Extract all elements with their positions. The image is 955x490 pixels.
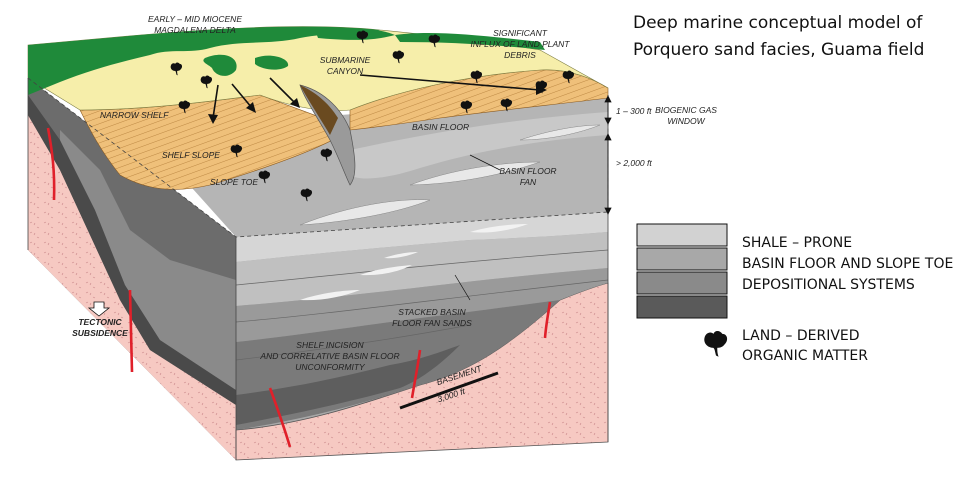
sand-lens [384, 252, 418, 259]
tectonic-label-2: SUBSIDENCE [72, 328, 128, 338]
incision-label-3: UNCONFORMITY [295, 362, 366, 372]
biogenic-label-1: BIOGENIC GAS [655, 105, 717, 115]
title-line-1: Deep marine conceptual model of [633, 13, 923, 33]
stacked-label-2: FLOOR FAN SANDS [392, 318, 472, 328]
front-band-darkest [236, 345, 460, 425]
narrow-shelf-label: NARROW SHELF [100, 110, 169, 120]
legend-organic-2: ORGANIC MATTER [742, 348, 868, 364]
legend-swatch-dark [636, 295, 728, 319]
slope-toe-label: SLOPE TOE [210, 177, 258, 187]
sand-lens [360, 265, 412, 276]
delta-lobe [203, 54, 237, 76]
depth-lower-label: > 2,000 ft [616, 158, 652, 168]
legend: SHALE – PRONE BASIN FLOOR AND SLOPE TOE … [636, 223, 953, 364]
left-face-basement [28, 115, 236, 460]
legend-swatch-shale [636, 223, 728, 247]
title-line-2: Porquero sand facies, Guama field [633, 40, 924, 60]
down-arrow-icon [87, 301, 111, 317]
legend-label-basin: BASIN FLOOR AND SLOPE TOE [742, 256, 953, 272]
legend-swatch-basin [636, 247, 728, 271]
fan-lobe [519, 124, 601, 141]
shelf-slope-label: SHELF SLOPE [162, 150, 220, 160]
tectonic-label-1: TECTONIC [78, 317, 122, 327]
leaf-icon [704, 330, 728, 357]
basin-floor-fan [350, 112, 608, 179]
sand-lens [470, 224, 528, 233]
legend-swatch-depositional [636, 271, 728, 295]
age-label-1: EARLY – MID MIOCENE [148, 14, 242, 24]
front-band-dark-1 [236, 268, 608, 342]
incision-label-2: AND CORRELATIVE BASIN FLOOR [259, 351, 399, 361]
canyon-label-2: CANYON [327, 66, 364, 76]
delta-plain [28, 26, 380, 95]
stacked-label-1: STACKED BASIN [398, 307, 466, 317]
sand-lens [300, 290, 360, 301]
fan-lobe [299, 199, 431, 226]
biogenic-label-2: WINDOW [667, 116, 705, 126]
submarine-canyon [299, 84, 356, 186]
left-face-dark-wedge [28, 95, 236, 405]
depth-upper-label: 1 – 300 ft [616, 106, 652, 116]
influx-label-2: INFLUX OF LAND PLANT [470, 39, 570, 49]
influx-label-3: DEBRIS [504, 50, 536, 60]
scale-bar [399, 371, 499, 410]
legend-label-depositional: DEPOSITIONAL SYSTEMS [742, 277, 915, 293]
faults [46, 127, 552, 448]
front-band-mid [236, 232, 608, 306]
fan-lobe [409, 161, 541, 186]
block-diagram: EARLY – MID MIOCENE MAGDALENA DELTA NARR… [27, 14, 717, 461]
left-face-grey [60, 130, 236, 390]
delta-lobe [315, 27, 395, 40]
depth-bracket [604, 95, 612, 215]
basin-floor-label: BASIN FLOOR [412, 122, 469, 132]
fan-label-1: BASIN FLOOR [499, 166, 556, 176]
canyon-wall [300, 85, 338, 135]
delta-lobe [255, 55, 289, 70]
canyon-label-1: SUBMARINE [320, 55, 371, 65]
influx-label-1: SIGNIFICANT [493, 28, 548, 38]
incision-label-1: SHELF INCISION [296, 340, 364, 350]
transport-arrows [212, 74, 541, 119]
fan-label-2: FAN [520, 177, 537, 187]
age-label-2: MAGDALENA DELTA [154, 25, 236, 35]
legend-organic-1: LAND – DERIVED [742, 328, 860, 344]
legend-label-shale: SHALE – PRONE [742, 235, 852, 251]
